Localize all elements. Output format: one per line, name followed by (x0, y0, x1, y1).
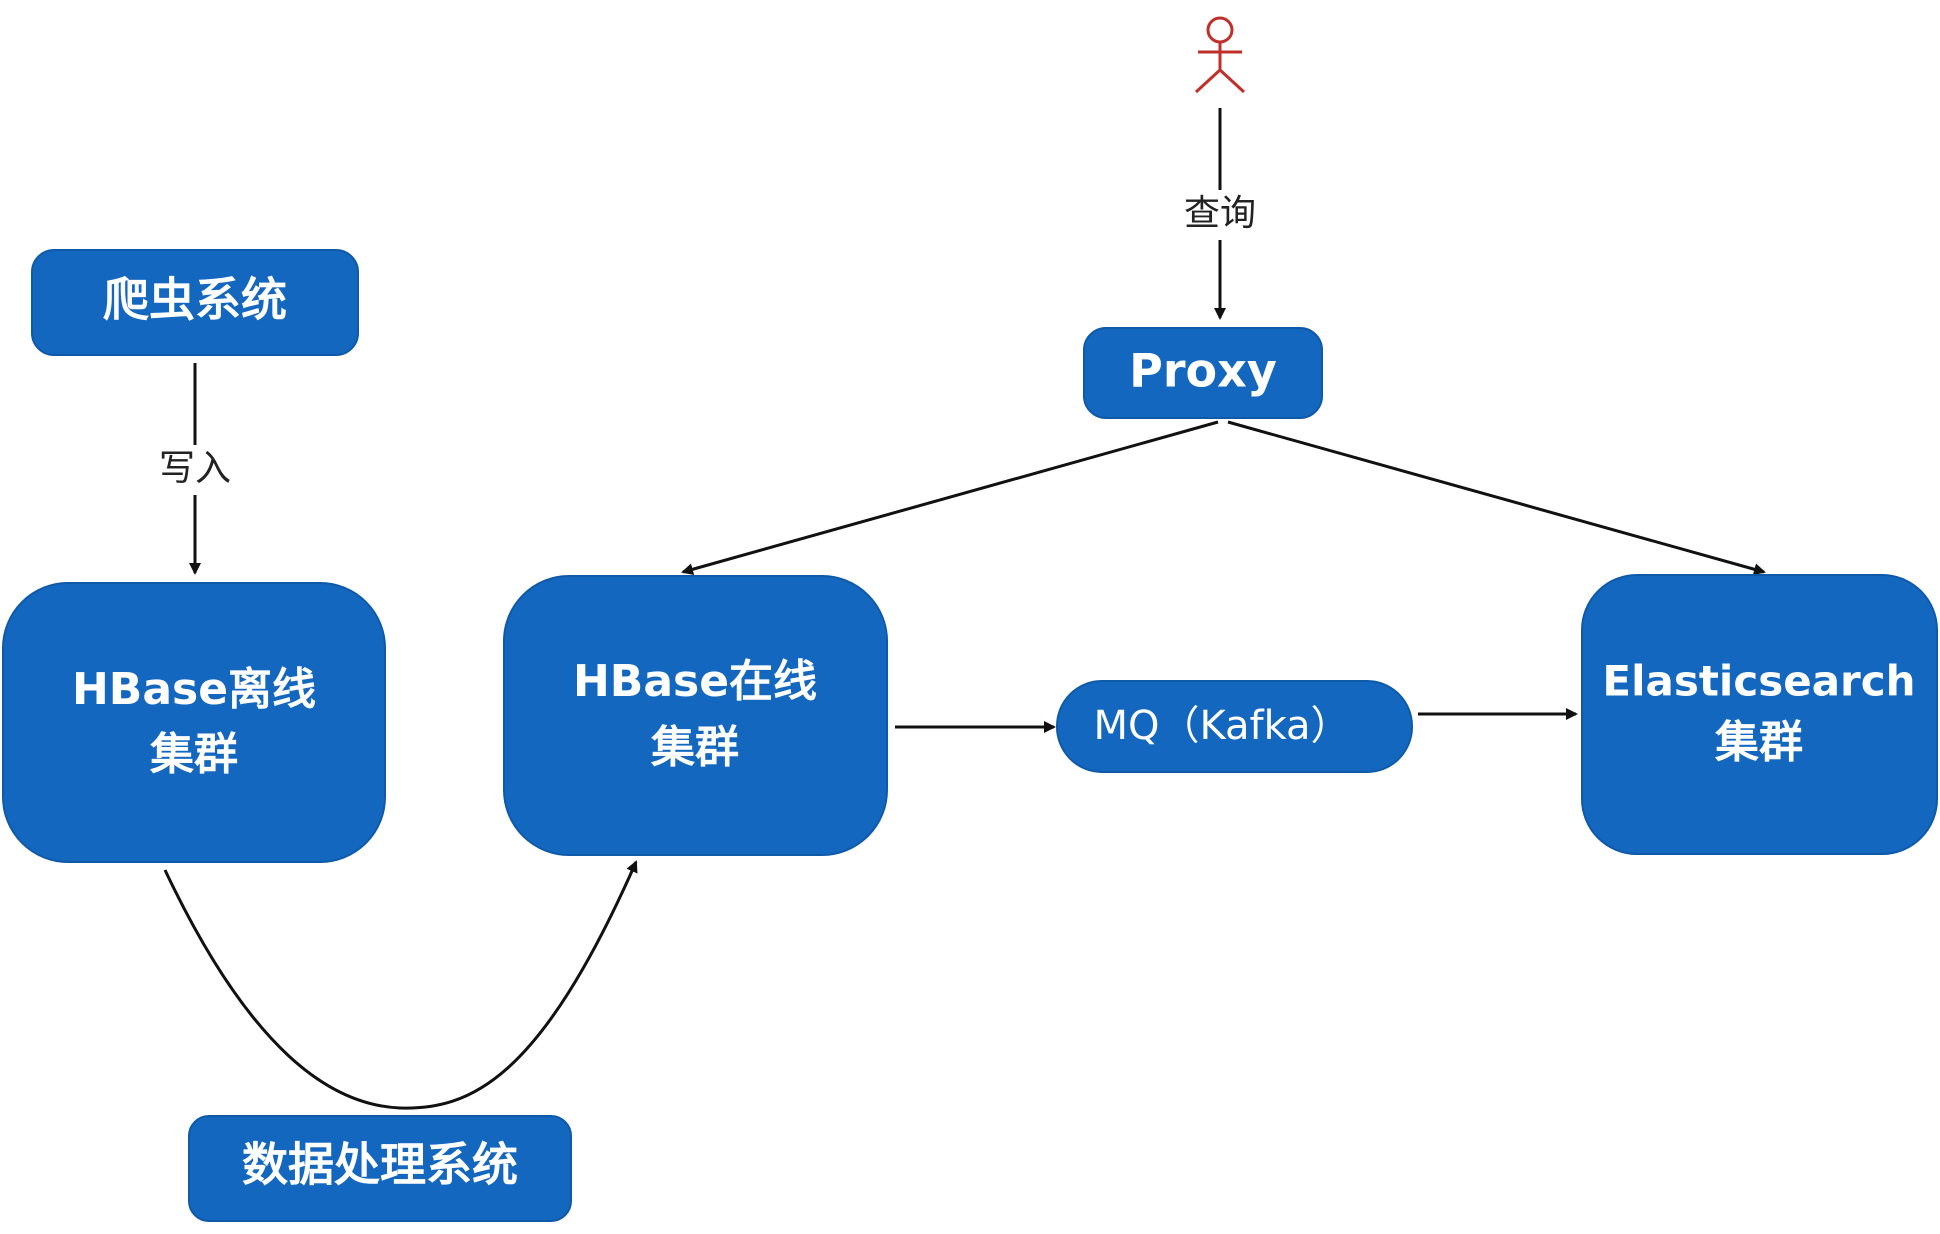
node-hbase-online-line1: HBase在线 (573, 656, 817, 707)
edge-offline-to-online-curve (163, 860, 638, 1110)
node-elasticsearch-cluster: Elasticsearch 集群 (1581, 574, 1938, 855)
node-proxy-label: Proxy (1129, 344, 1277, 398)
node-hbase-offline-cluster: HBase离线 集群 (2, 582, 386, 863)
node-proxy: Proxy (1083, 327, 1323, 419)
node-hbase-online-line2: 集群 (650, 722, 739, 773)
edge-label-query: 查询 (1184, 193, 1256, 234)
node-mq-kafka: MQ（Kafka） (1056, 680, 1413, 773)
node-data-processing-system: 数据处理系统 (188, 1115, 572, 1222)
node-crawler-label: 爬虫系统 (103, 273, 287, 327)
edge-proxy-to-elasticsearch (1227, 420, 1766, 576)
edge-write: 写入 (150, 363, 240, 575)
edge-label-write: 写入 (159, 448, 231, 489)
node-hbase-offline-line2: 集群 (149, 729, 238, 780)
node-crawler-system: 爬虫系统 (31, 249, 359, 356)
user-actor-icon (1194, 16, 1246, 94)
edge-query: 查询 (1175, 108, 1265, 320)
node-mq-label: MQ（Kafka） (1093, 703, 1350, 749)
node-hbase-online-cluster: HBase在线 集群 (503, 575, 888, 856)
node-data-processing-label: 数据处理系统 (242, 1138, 518, 1192)
node-elasticsearch-line1: Elasticsearch (1602, 657, 1915, 706)
node-elasticsearch-line2: 集群 (1714, 717, 1803, 768)
node-hbase-offline-line1: HBase离线 (72, 664, 316, 715)
edge-proxy-to-hbase-online (681, 420, 1219, 576)
